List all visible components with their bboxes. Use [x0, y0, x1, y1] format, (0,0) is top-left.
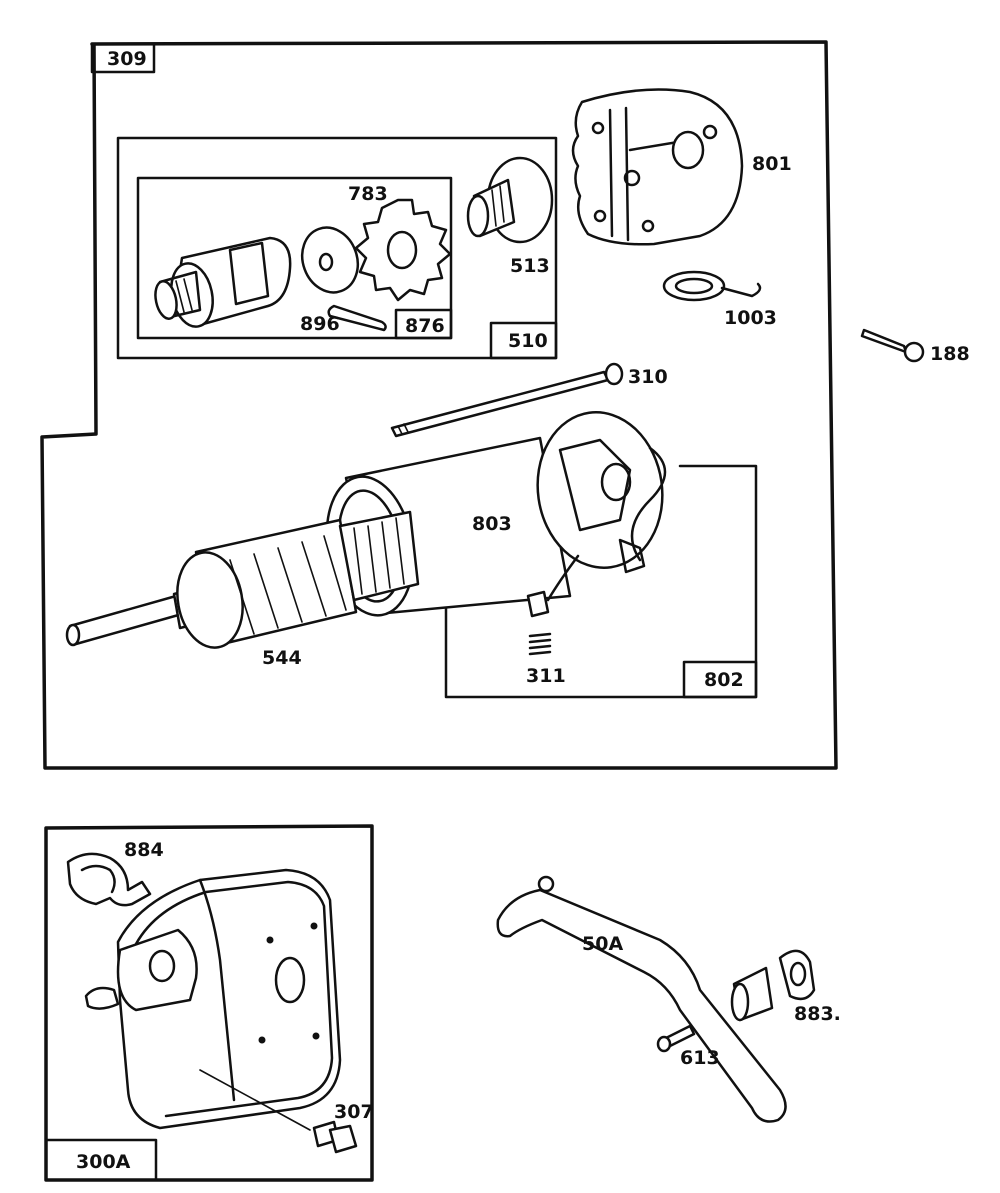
label-883: 883. [794, 1003, 841, 1025]
bushing-513-part: 513 [466, 156, 554, 277]
screw-613-part: 613 [656, 1024, 720, 1069]
group-309-box: 309 [40, 40, 838, 770]
label-510: 510 [508, 330, 548, 352]
spring-311-part: 311 [526, 590, 566, 687]
label-300a: 300A [76, 1151, 131, 1173]
label-783: 783 [348, 183, 388, 205]
label-613: 613 [680, 1047, 720, 1069]
label-309: 309 [107, 48, 147, 70]
through-bolt-310-part: 310 [390, 362, 668, 438]
tube-50a-part: 50A [496, 875, 787, 1123]
label-307: 307 [334, 1101, 374, 1123]
label-1003: 1003 [724, 307, 777, 329]
armature-544-part: 544 [65, 510, 420, 669]
label-884: 884 [124, 839, 164, 861]
gasket-883-part: 883. [778, 949, 841, 1025]
label-544: 544 [262, 647, 302, 669]
bolt-188-part: 188 [860, 328, 970, 365]
end-cap-801-part: 801 [571, 88, 792, 246]
screw-307-part: 307 [312, 1101, 374, 1154]
label-188: 188 [930, 343, 970, 365]
label-876: 876 [405, 315, 445, 337]
gear-783-part: 783 [348, 183, 452, 302]
drive-clutch-part [154, 236, 292, 328]
label-311: 311 [526, 665, 566, 687]
label-513: 513 [510, 255, 550, 277]
brush-plate-802-part [536, 411, 667, 602]
seal-1003-part: 1003 [662, 270, 777, 329]
label-310: 310 [628, 366, 668, 388]
label-896: 896 [300, 313, 340, 335]
washer-part [300, 226, 360, 294]
group-300a-box: 300A [44, 824, 374, 1182]
clamp-884-part: 884 [66, 839, 164, 907]
label-803: 803 [472, 513, 512, 535]
label-50a: 50A [582, 933, 623, 955]
muffler-part [84, 868, 342, 1131]
label-801: 801 [752, 153, 792, 175]
group-510-box: 510 [116, 136, 558, 360]
pin-896-part: 896 [300, 304, 387, 335]
group-802-box: 802 [444, 464, 758, 699]
label-802: 802 [704, 669, 744, 691]
group-876-box: 876 [136, 176, 453, 340]
